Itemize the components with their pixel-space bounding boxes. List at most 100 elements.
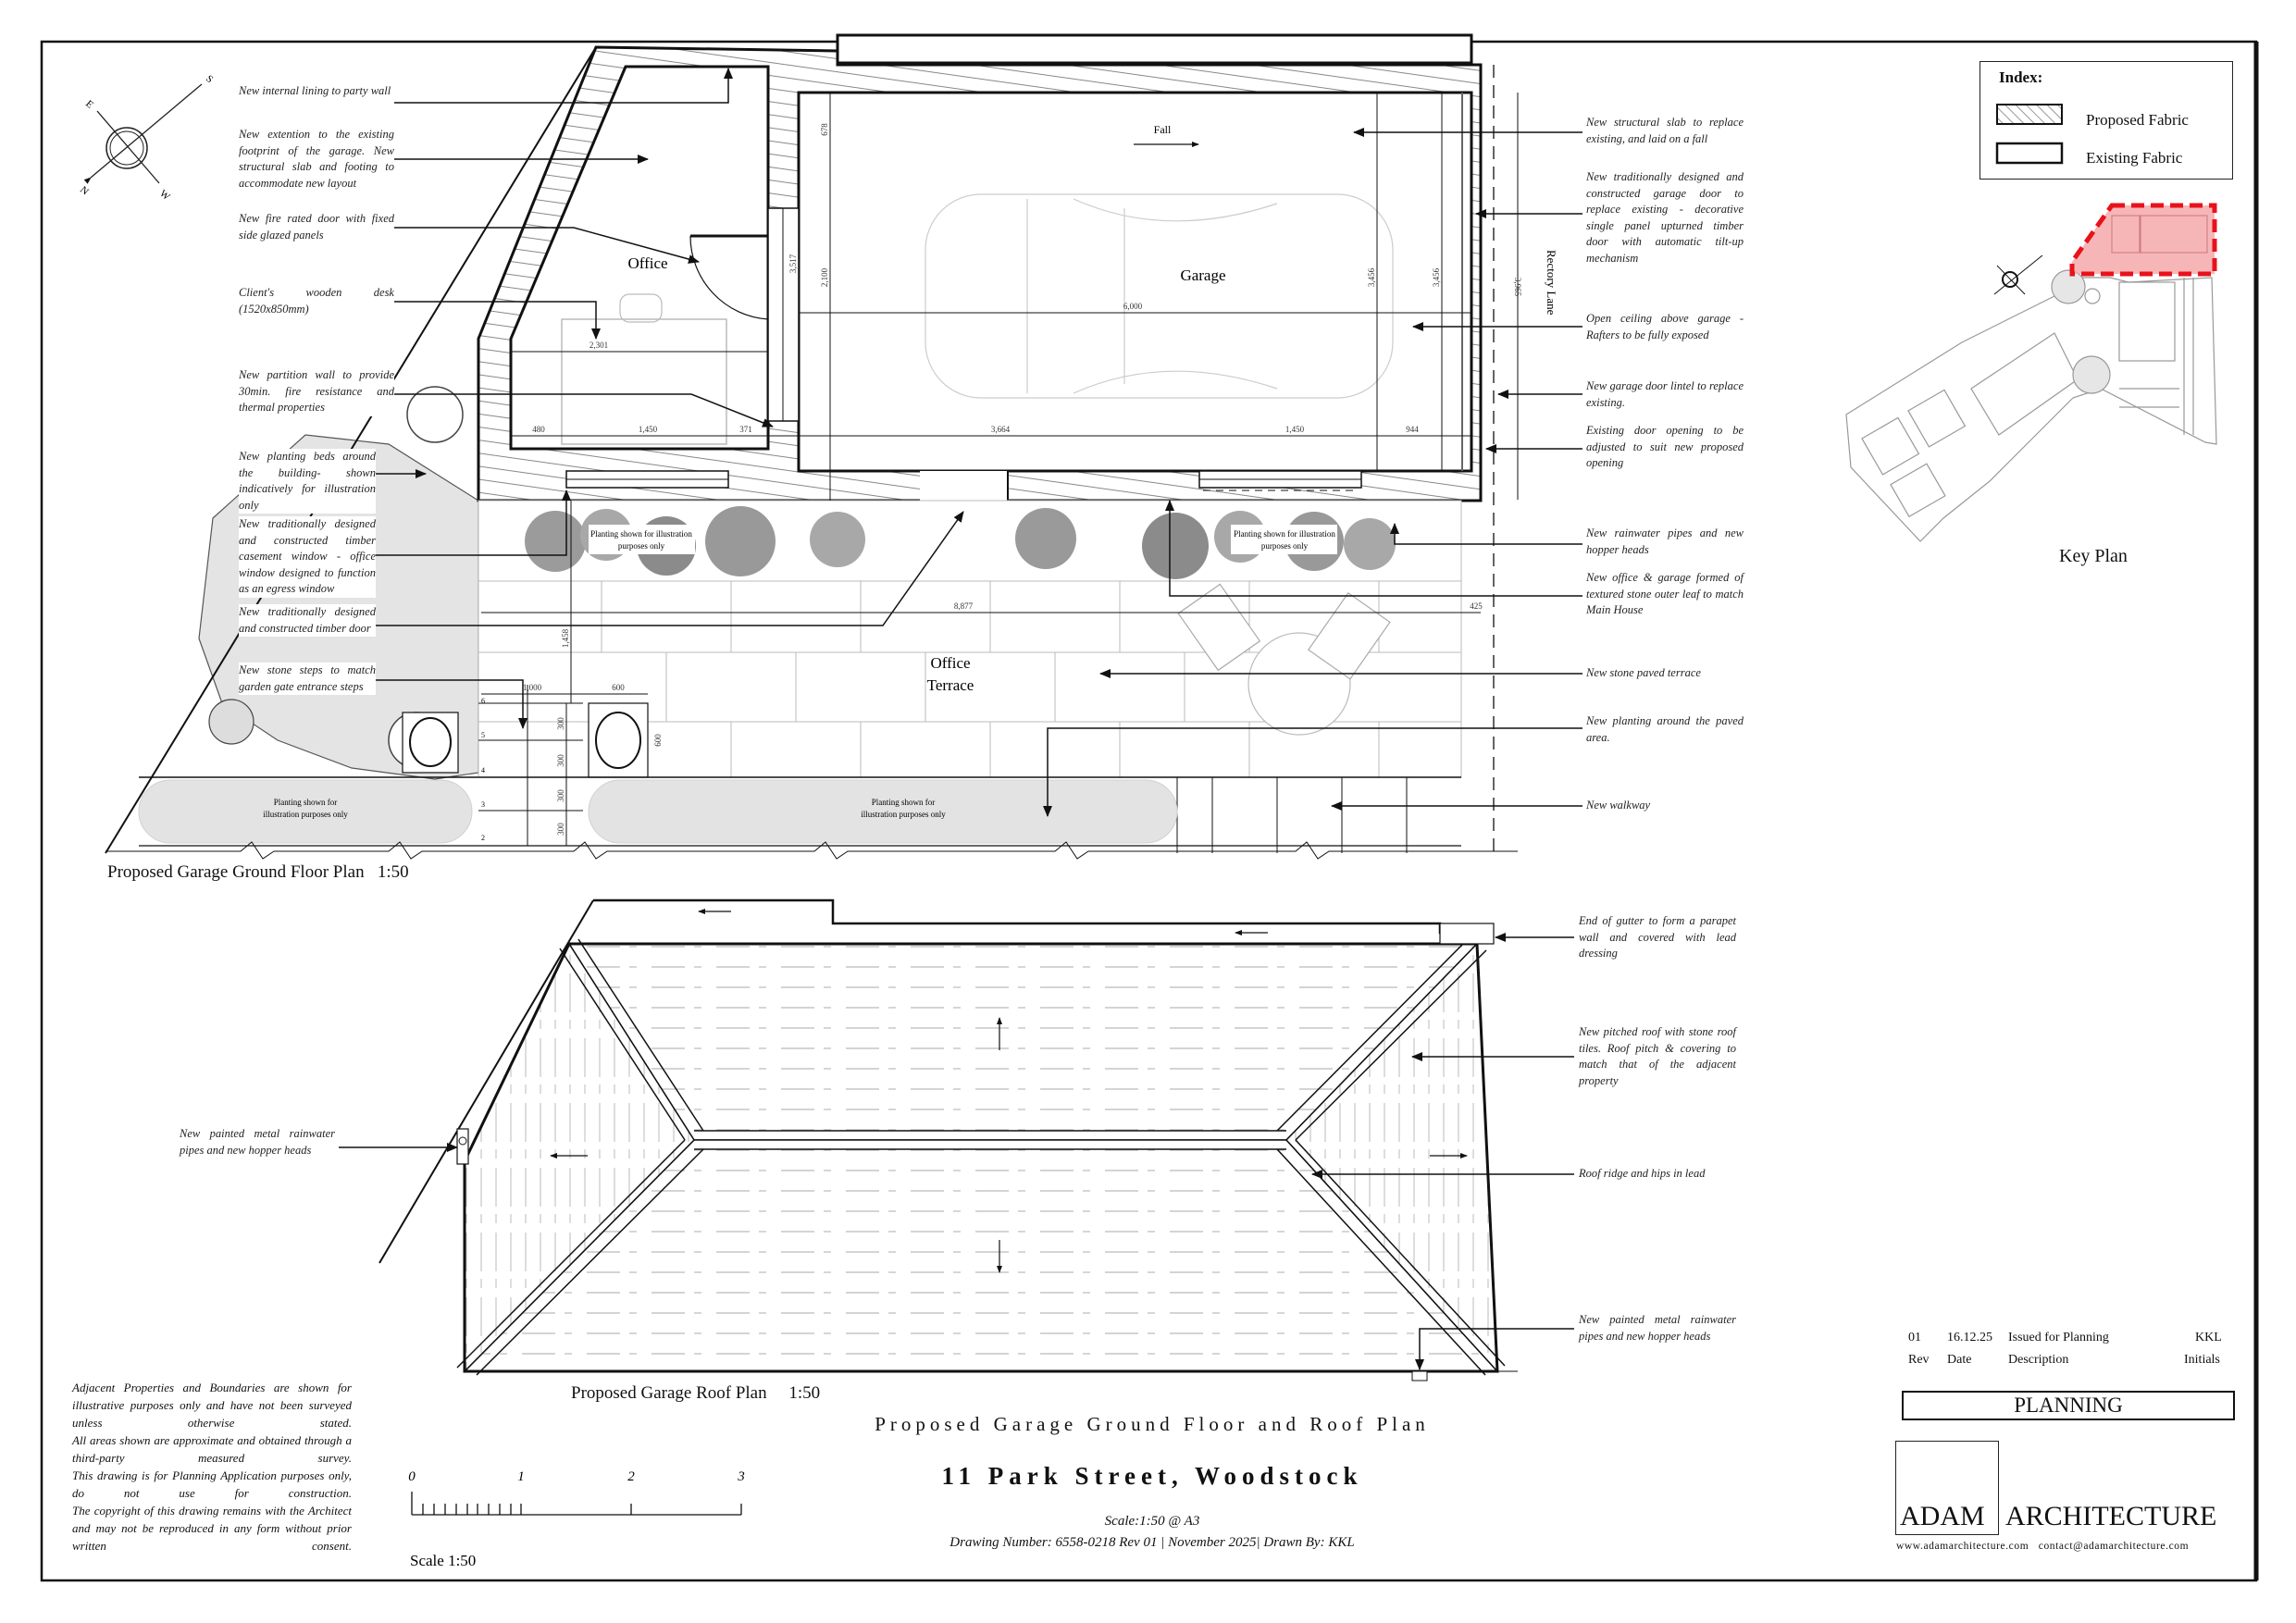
annotation-roof-rainwater-pipes: New painted metal rainwater pipes and ne… — [180, 1126, 335, 1158]
index-item-existing: Existing Fabric — [2086, 149, 2183, 167]
dimension-label: 300 — [556, 789, 565, 802]
existing-tree — [406, 386, 464, 443]
floor-plan-title: Proposed Garage Ground Floor Plan 1:50 — [107, 862, 409, 883]
ground-floor-plan: Planting shown for illustration purposes… — [105, 33, 1582, 860]
dimension-label: 944 — [1406, 425, 1419, 434]
dimension-label: 480 — [532, 425, 545, 434]
dimension-label: 371 — [739, 425, 752, 434]
note: The copyright of this drawing remains wi… — [72, 1504, 352, 1553]
step-number: 5 — [481, 731, 485, 739]
revision-description: Issued for Planning — [2008, 1331, 2109, 1344]
roof-plan-scale: 1:50 — [788, 1383, 821, 1403]
client-desk — [561, 318, 727, 445]
dimension-label: 3,456 — [1367, 267, 1376, 287]
key-plan-garage — [2140, 215, 2208, 254]
room-label-garage: Garage — [1180, 266, 1225, 284]
annotation-door-opening: Existing door opening to be adjusted to … — [1586, 423, 1744, 472]
dimension-label: 8,877 — [954, 601, 974, 611]
revision-header-description: Description — [2008, 1353, 2069, 1367]
dimension-label: 1,458 — [561, 628, 570, 648]
roof-leader-lines — [339, 933, 1574, 1370]
dimension-label: 3,517 — [788, 254, 798, 273]
planter — [402, 712, 459, 774]
dimension-label: 1,450 — [639, 425, 658, 434]
roof-plan-title-text: Proposed Garage Roof Plan — [571, 1383, 767, 1403]
dimension-label: 600 — [653, 734, 663, 747]
dimension-label: 6,000 — [1123, 302, 1143, 311]
drawing-notes: Adjacent Properties and Boundaries are s… — [72, 1379, 352, 1555]
street-label: Rectory Lane — [1545, 250, 1558, 316]
revision-header-rev: Rev — [1908, 1353, 1930, 1367]
dimension-label: 678 — [820, 123, 829, 136]
step-number: 2 — [481, 834, 485, 842]
rainwater-pipe-icon — [458, 1136, 467, 1146]
dimension-label: 1,450 — [1285, 425, 1305, 434]
scale-bar — [411, 1492, 742, 1516]
office-door-swing — [689, 235, 769, 320]
drawing-scale: Scale:1:50 @ A3 — [1104, 1514, 1200, 1529]
dimension-label: 2,301 — [590, 341, 608, 350]
annotation-pitched-roof: New pitched roof with stone roof tiles. … — [1579, 1024, 1736, 1089]
leader-lines-right — [1043, 128, 1582, 817]
step-number: 4 — [481, 766, 485, 774]
dimension-label: 300 — [556, 823, 565, 836]
car-outline — [925, 193, 1394, 399]
index-item-proposed: Proposed Fabric — [2086, 111, 2189, 129]
office-room — [509, 65, 770, 451]
compass-s-label: S — [204, 73, 215, 85]
dimension-label: 600 — [612, 683, 625, 692]
dimension-label: 3,965 — [1513, 278, 1522, 297]
annotation-casement-window: New traditionally designed and construct… — [239, 516, 376, 598]
scale-tick-label: 0 — [408, 1469, 416, 1484]
drawing-title: Proposed Garage Ground Floor and Roof Pl… — [875, 1413, 1430, 1435]
compass-e-label: E — [83, 98, 95, 111]
annotation-door-lintel: New garage door lintel to replace existi… — [1586, 378, 1744, 411]
company-email[interactable]: contact@adamarchitecture.com — [2038, 1541, 2190, 1552]
planting-note-bg — [589, 525, 695, 554]
index-title: Index: — [1999, 68, 2043, 86]
key-plan-office — [2111, 215, 2141, 254]
roof-ridge-and-hips — [456, 938, 1506, 1376]
note: Adjacent Properties and Boundaries are s… — [72, 1381, 352, 1430]
roof-boundary — [593, 898, 1494, 935]
annotation-rainwater-pipes: New rainwater pipes and new hopper heads — [1586, 526, 1744, 558]
company-logo-architecture: ARCHITECTURE — [2005, 1501, 2217, 1531]
planting-strip — [588, 779, 1178, 844]
annotation-planting-beds: New planting beds around the building- s… — [239, 449, 376, 514]
dimension-lines — [481, 93, 1481, 846]
garage-room — [797, 91, 1473, 473]
existing-shrub — [208, 699, 254, 745]
company-website[interactable]: www.adamarchitecture.com — [1896, 1541, 2029, 1552]
annotation-fire-door: New fire rated door with fixed side glaz… — [239, 211, 394, 243]
floor-plan-scale: 1:50 — [377, 862, 409, 882]
company-logo-box — [1895, 1441, 1999, 1535]
note: This drawing is for Planning Application… — [72, 1468, 352, 1500]
annotation-stone-outer-leaf: New office & garage formed of textured s… — [1586, 570, 1744, 619]
revision-number: 01 — [1908, 1331, 1921, 1344]
site-boundary-line — [379, 899, 594, 1264]
room-label-office: Office — [627, 254, 667, 272]
existing-fabric-swatch — [1995, 142, 2064, 165]
floor-plan-title-text: Proposed Garage Ground Floor Plan — [107, 862, 365, 882]
dimension-label: 300 — [556, 754, 565, 767]
leader-lines-left — [375, 68, 964, 729]
key-plan-title: Key Plan — [2059, 546, 2128, 566]
terrace-chair — [1308, 591, 1391, 680]
annotation-open-ceiling: Open ceiling above garage - Rafters to b… — [1586, 311, 1744, 343]
dimension-label: 3,456 — [1432, 267, 1441, 287]
company-contact: www.adamarchitecture.com contact@adamarc… — [1896, 1541, 2226, 1552]
annotation-extension: New extention to the existing footprint … — [239, 127, 394, 192]
scale-tick-label: 2 — [627, 1469, 635, 1484]
scale-tick-label: 1 — [517, 1469, 525, 1484]
annotation-structural-slab: New structural slab to replace existing,… — [1586, 115, 1744, 147]
dimension-label: 300 — [556, 717, 565, 730]
planting-note-bg — [1231, 525, 1337, 554]
note: All areas shown are approximate and obta… — [72, 1433, 352, 1465]
dimension-label: 2,100 — [820, 267, 829, 287]
annotation-timber-door: New traditionally designed and construct… — [239, 604, 376, 637]
annotation-planting-paved-area: New planting around the paved area. — [1586, 713, 1744, 746]
project-address: 11 Park Street, Woodstock — [941, 1462, 1363, 1490]
planting-strip — [138, 779, 473, 844]
annotation-partition-wall: New partition wall to provide 30min. fir… — [239, 367, 394, 416]
